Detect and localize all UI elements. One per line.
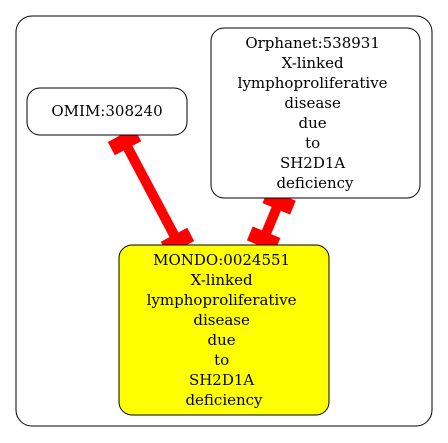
svg-text:Orphanet:538931 X-linked: Orphanet:538931 X-linked lymphoprolifera… <box>238 34 393 192</box>
node-mondo[interactable]: MONDO:0024551 X-linked lymphoproliferati… <box>118 244 330 416</box>
node-mondo-name-line: due <box>208 331 236 349</box>
node-orphanet-name-line: to <box>305 134 320 152</box>
node-mondo-name-line: deficiency <box>185 391 263 409</box>
node-omim-box <box>26 87 188 136</box>
node-orphanet-box <box>210 27 421 199</box>
svg-text:OMIM:308240: OMIM:308240 <box>51 102 162 120</box>
node-orphanet[interactable]: Orphanet:538931 X-linked lymphoprolifera… <box>210 27 421 199</box>
node-mondo-name-line: disease <box>193 311 250 329</box>
node-mondo-name-line: X-linked <box>191 271 253 289</box>
node-mondo-id: MONDO:0024551 <box>153 251 290 269</box>
node-mondo-box <box>118 244 330 416</box>
node-orphanet-id: Orphanet:538931 <box>245 34 380 52</box>
node-orphanet-name-line: X-linked <box>282 54 344 72</box>
svg-text:MONDO:0024551 X-linked: MONDO:0024551 X-linked lymphoproliferati… <box>147 251 302 409</box>
node-mondo-name-line: SH2D1A <box>189 371 254 389</box>
node-mondo-name-line: to <box>214 351 229 369</box>
node-orphanet-name-line: lymphoproliferative <box>238 74 388 92</box>
node-orphanet-name-line: SH2D1A <box>280 154 345 172</box>
node-orphanet-name-line: deficiency <box>276 174 354 192</box>
node-omim[interactable]: OMIM:308240 <box>26 87 188 136</box>
node-orphanet-name-line: due <box>299 114 327 132</box>
node-omim-label: OMIM:308240 <box>51 102 162 120</box>
node-orphanet-name-line: disease <box>284 94 341 112</box>
node-mondo-name-line: lymphoproliferative <box>147 291 297 309</box>
edge-omim-mondo-line <box>116 132 186 251</box>
